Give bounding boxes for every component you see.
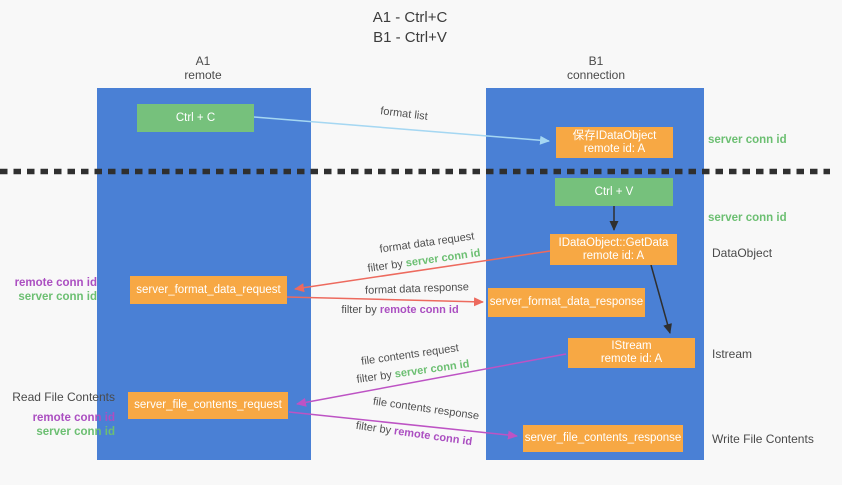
server-file-contents-request-box: server_file_contents_request xyxy=(128,392,288,419)
remote-conn-id-annotation-lower: remote conn id xyxy=(32,412,115,424)
filter-by-text: filter by xyxy=(366,258,404,275)
ctrl-v-label: Ctrl + V xyxy=(594,185,634,198)
ctrl-c-box: Ctrl + C xyxy=(137,104,254,132)
column-b1-name: B1 xyxy=(588,54,604,68)
istream-line1: IStream xyxy=(611,340,652,352)
title-line-1: A1 - Ctrl+C xyxy=(372,9,448,26)
filter-by-text: filter by xyxy=(341,304,377,316)
column-b1-subtitle: connection xyxy=(566,68,626,82)
read-file-contents-annotation: Read File Contents xyxy=(12,390,115,404)
remote-conn-id-text: remote conn id xyxy=(379,304,459,316)
format-data-response-label: format data response xyxy=(364,281,470,297)
save-dataobject-line2: remote id: A xyxy=(583,142,646,155)
server-format-data-request-label: server_format_data_request xyxy=(136,283,281,296)
format-data-response-arrow xyxy=(286,296,484,307)
server-file-contents-request-label: server_file_contents_request xyxy=(134,399,282,411)
save-dataobject-line1: 保存IDataObject xyxy=(572,129,657,142)
server-format-data-request-box: server_format_data_request xyxy=(130,276,287,304)
write-file-contents-annotation: Write File Contents xyxy=(712,432,814,446)
remote-conn-id-annotation-upper: remote conn id xyxy=(14,277,97,289)
remote-conn-id-text: remote conn id xyxy=(393,425,473,449)
server-format-data-response-label: server_format_data_response xyxy=(489,296,644,308)
getdata-line1: IDataObject::GetData xyxy=(558,236,669,249)
column-a1-subtitle: remote xyxy=(184,68,222,82)
column-a1-name: A1 xyxy=(195,54,211,68)
file-request-annotations: Read File Contents remote conn id server… xyxy=(12,390,115,439)
file-contents-response-label: file contents response xyxy=(372,395,480,423)
server-file-contents-response-box: server_file_contents_response xyxy=(523,425,683,452)
filter-by-remote-conn-id-label-2: filter by remote conn id xyxy=(355,420,473,448)
server-conn-id-annotation-mid: server conn id xyxy=(708,212,787,224)
dataobject-annotation: DataObject xyxy=(712,246,773,260)
ctrl-v-box: Ctrl + V xyxy=(555,178,673,206)
istream-line2: remote id: A xyxy=(600,353,663,365)
getdata-box: IDataObject::GetData remote id: A xyxy=(550,234,677,265)
istream-annotation: Istream xyxy=(712,347,753,361)
column-header-a1: A1 remote xyxy=(123,54,283,82)
server-format-data-response-box: server_format_data_response xyxy=(488,288,645,317)
filter-by-text: filter by xyxy=(355,419,392,437)
diagram-title: A1 - Ctrl+C B1 - Ctrl+V xyxy=(310,8,510,48)
server-file-contents-response-label: server_file_contents_response xyxy=(524,432,682,444)
server-conn-id-annotation-top: server conn id xyxy=(708,134,787,146)
format-list-label: format list xyxy=(379,105,429,123)
server-conn-id-annotation-upper: server conn id xyxy=(18,291,97,303)
istream-box: IStream remote id: A xyxy=(568,338,695,368)
server-conn-id-annotation-lower: server conn id xyxy=(36,426,115,438)
getdata-line2: remote id: A xyxy=(582,249,645,262)
filter-by-remote-conn-id-label-1: filter by remote conn id xyxy=(341,304,458,316)
format-request-conn-id-annotations: remote conn id server conn id xyxy=(15,276,97,304)
column-header-b1: B1 connection xyxy=(516,54,676,82)
save-dataobject-box: 保存IDataObject remote id: A xyxy=(556,127,673,158)
title-line-2: B1 - Ctrl+V xyxy=(373,29,447,46)
ctrl-c-label: Ctrl + C xyxy=(175,111,216,124)
filter-by-text: filter by xyxy=(355,369,393,386)
